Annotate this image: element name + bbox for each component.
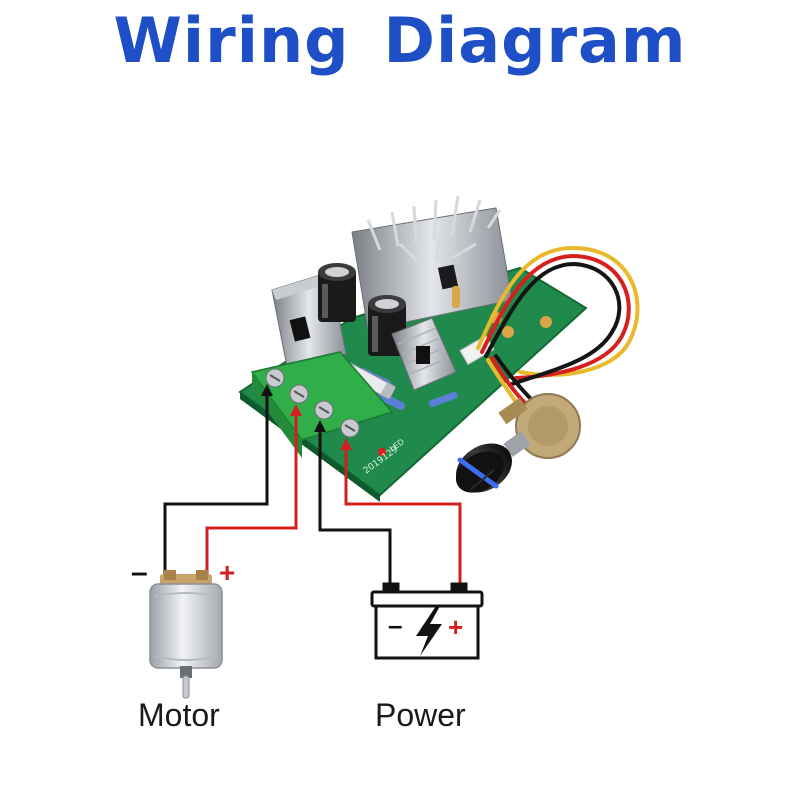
title-word-wiring: Wiring	[113, 4, 350, 77]
motor-shaft	[182, 675, 190, 699]
regulator	[391, 317, 457, 391]
diagram-title: Wiring Diagram	[0, 4, 800, 77]
title-word-diagram: Diagram	[383, 4, 687, 77]
motor-controller-board: 2019129 LED	[238, 195, 588, 502]
battery-plus-sign: +	[448, 612, 463, 642]
motor-icon	[149, 570, 223, 699]
wire-power-positive	[344, 446, 462, 588]
battery-top	[370, 590, 484, 608]
battery-body	[374, 604, 480, 660]
wire-power-negative	[318, 428, 392, 588]
wire-motor-positive	[205, 412, 298, 580]
wires	[163, 392, 462, 588]
wire-arrows	[261, 384, 352, 450]
wire-motor-negative	[163, 392, 269, 580]
motor-negative-sign: –	[131, 556, 148, 589]
lightning-bolt-icon	[416, 606, 442, 656]
capacitor-1	[318, 263, 356, 322]
battery-minus-sign: –	[388, 610, 402, 640]
motor-label: Motor	[138, 697, 220, 733]
potentiometer-knob-icon	[455, 393, 581, 493]
power-label: Power	[375, 697, 466, 733]
motor-can	[149, 583, 223, 669]
motor-positive-sign: +	[219, 557, 236, 588]
battery-icon	[370, 582, 484, 660]
